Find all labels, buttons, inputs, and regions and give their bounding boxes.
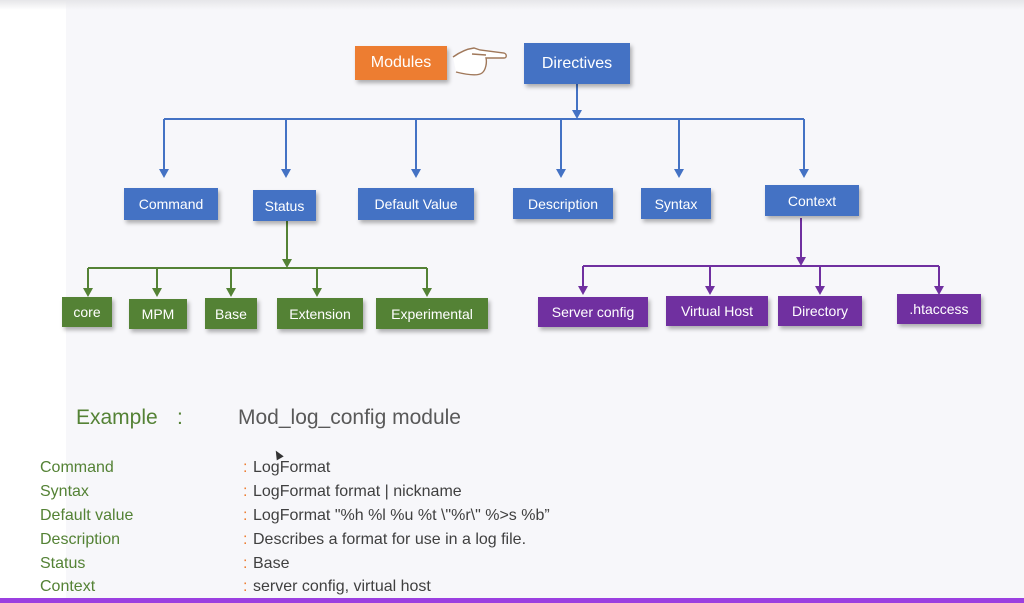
context-label: .htaccess xyxy=(909,301,969,317)
modules-box: Modules xyxy=(355,46,447,80)
status-label: MPM xyxy=(141,306,175,322)
row-key: Context xyxy=(40,578,96,595)
context-label: Server config xyxy=(551,304,635,320)
attribute-label: Status xyxy=(264,197,305,214)
row-separator: : xyxy=(243,555,248,572)
example-row-default-value: Default value : LogFormat "%h %l %u %t \… xyxy=(40,507,740,529)
context-arrowheads xyxy=(578,257,944,295)
row-value: LogFormat format | nickname xyxy=(253,483,462,500)
example-row-description: Description : Describes a format for use… xyxy=(40,531,740,553)
attribute-label: Description xyxy=(527,195,599,212)
status-label: Extension xyxy=(289,305,351,322)
directives-label: Directives xyxy=(541,54,613,72)
bottom-accent-bar xyxy=(0,598,1024,603)
attribute-label: Context xyxy=(787,192,837,209)
attribute-label: Command xyxy=(138,196,204,212)
example-row-context: Context : server config, virtual host xyxy=(40,578,740,600)
row-separator: : xyxy=(243,531,248,548)
attribute-label: Syntax xyxy=(654,195,698,212)
row-separator: : xyxy=(243,507,248,524)
left-margin xyxy=(0,0,66,603)
row-key: Description xyxy=(40,531,121,548)
row-key: Status xyxy=(40,555,86,572)
row-value: LogFormat "%h %l %u %t \"%r\" %>s %b” xyxy=(253,507,550,524)
context-label: Virtual Host xyxy=(680,303,754,319)
context-connectors xyxy=(582,218,940,288)
row-key: Default value xyxy=(40,507,134,524)
status-connectors xyxy=(87,221,428,290)
example-row-syntax: Syntax : LogFormat format | nickname xyxy=(40,483,740,505)
status-label: core xyxy=(73,304,101,320)
row-value: Describes a format for use in a log file… xyxy=(253,531,527,548)
directive-connectors xyxy=(163,84,805,172)
status-experimental: Experimental xyxy=(376,298,488,329)
example-row-status: Status : Base xyxy=(40,555,740,577)
context-directory: Directory xyxy=(778,296,862,326)
context-htaccess: .htaccess xyxy=(897,294,981,324)
context-server-config: Server config xyxy=(538,297,648,327)
context-virtual-host: Virtual Host xyxy=(666,296,768,326)
row-value: server config, virtual host xyxy=(253,578,431,595)
status-core: core xyxy=(62,297,112,327)
attribute-status: Status xyxy=(253,190,316,221)
attribute-context: Context xyxy=(765,185,859,216)
attribute-description: Description xyxy=(513,188,613,219)
row-value: LogFormat xyxy=(253,459,331,476)
example-label: Example xyxy=(76,406,158,429)
status-base: Base xyxy=(205,298,257,329)
example-row-command: Command : LogFormat xyxy=(40,459,740,481)
status-arrowheads xyxy=(83,259,432,297)
pointing-hand-icon xyxy=(452,47,507,76)
directives-box: Directives xyxy=(524,43,630,84)
row-key: Syntax xyxy=(40,483,89,500)
example-module-name: Mod_log_config module xyxy=(238,406,461,429)
row-value: Base xyxy=(253,555,290,572)
status-label: Experimental xyxy=(391,305,473,322)
status-label: Base xyxy=(215,305,247,322)
example-colon: : xyxy=(177,406,183,429)
row-separator: : xyxy=(243,578,248,595)
row-separator: : xyxy=(243,459,248,476)
attribute-label: Default Value xyxy=(374,196,458,212)
attribute-default-value: Default Value xyxy=(358,188,474,220)
top-shadow xyxy=(0,0,1024,10)
attribute-syntax: Syntax xyxy=(641,188,711,219)
row-separator: : xyxy=(243,483,248,500)
status-mpm: MPM xyxy=(129,299,187,329)
context-label: Directory xyxy=(791,303,848,319)
directive-arrowheads xyxy=(159,110,809,178)
status-extension: Extension xyxy=(277,298,363,329)
row-key: Command xyxy=(40,459,114,476)
modules-label: Modules xyxy=(370,54,432,71)
attribute-command: Command xyxy=(124,188,218,220)
